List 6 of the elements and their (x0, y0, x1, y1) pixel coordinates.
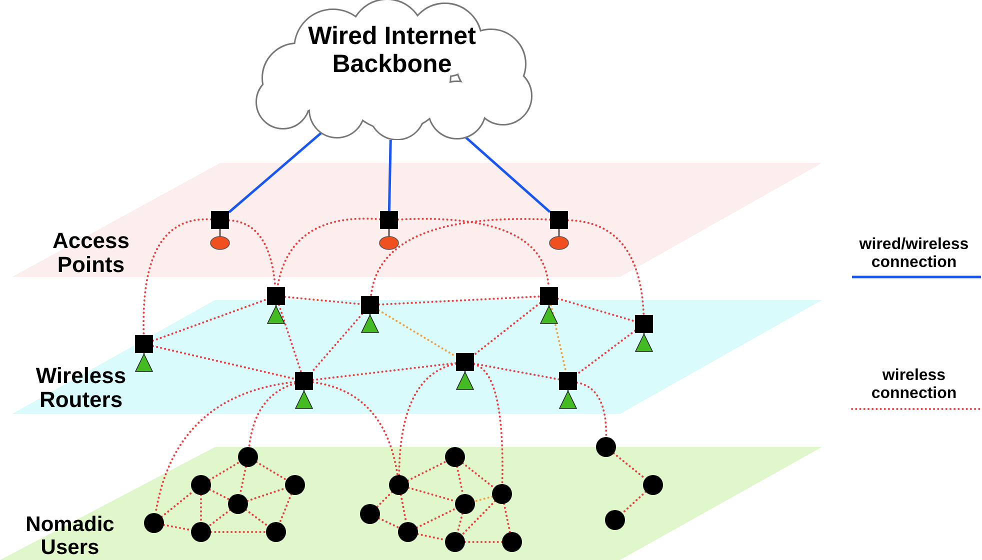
layer-label: Nomadic Users (24, 513, 116, 559)
layer-label: Wireless Routers (34, 364, 128, 412)
layer-label: Access Points (51, 229, 131, 277)
legend-label: wireless connection (870, 367, 958, 403)
legend-label: wired/wireless connection (858, 236, 970, 272)
node-label: Wired Internet Backbone (307, 22, 477, 78)
